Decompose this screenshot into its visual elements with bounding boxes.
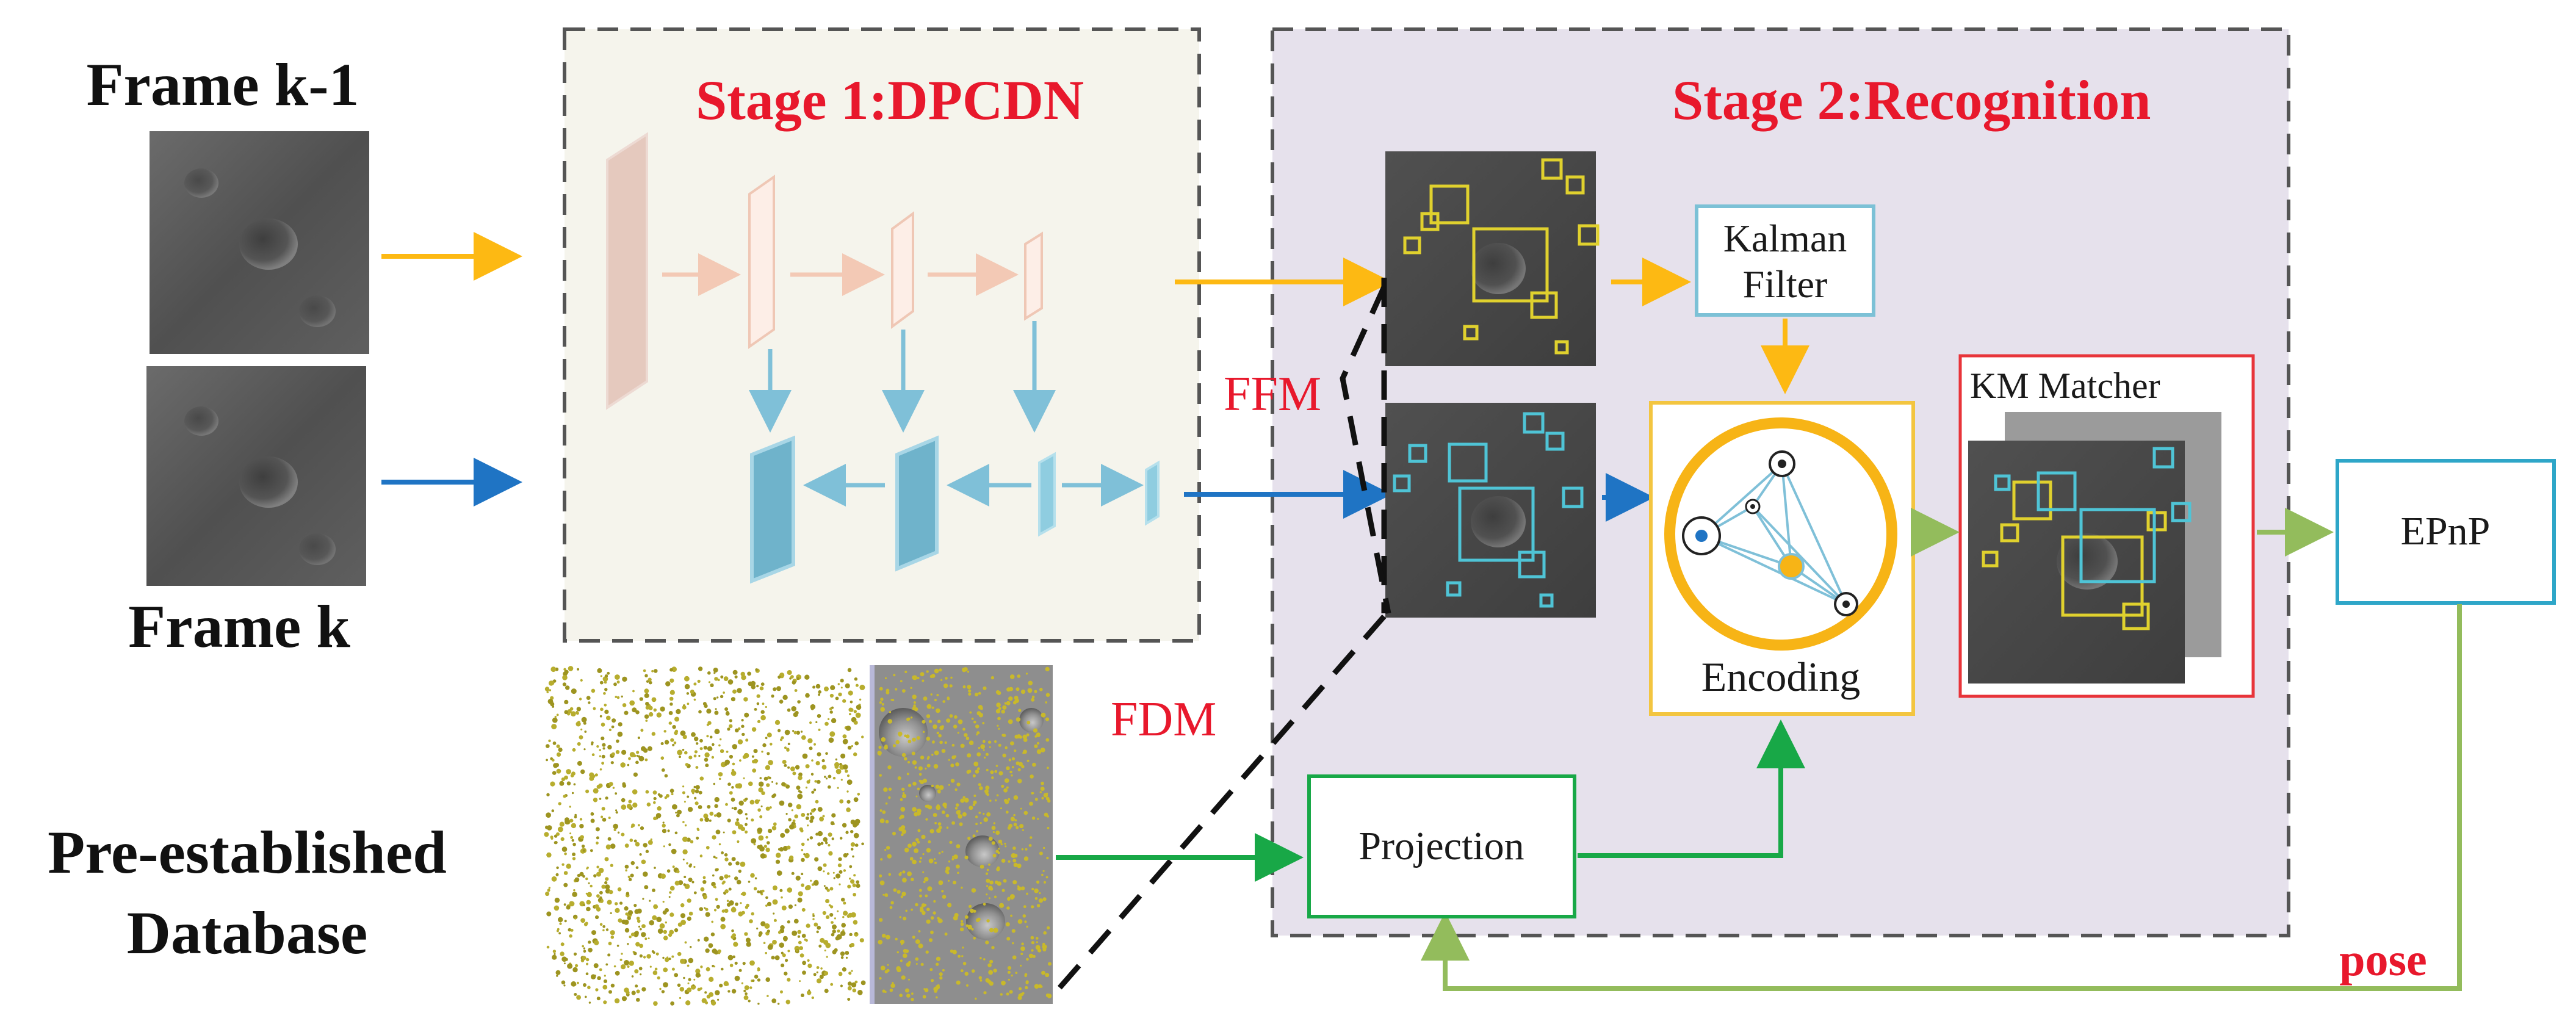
svg-text:EPnP: EPnP <box>2401 509 2491 554</box>
database-label-line1: Pre-established <box>48 818 447 886</box>
stage1-panel <box>563 27 1201 643</box>
database-point-cloud <box>544 666 866 1006</box>
projection-box: Projection <box>1307 774 1576 918</box>
ffm-label: FFM <box>1224 367 1321 421</box>
pose-feedback-arrow <box>1421 604 2462 991</box>
frame-curr-label: Frame k <box>128 593 350 660</box>
database-label-line2: Database <box>127 899 367 967</box>
encoder-layers <box>606 132 1043 410</box>
frame-curr-image <box>146 366 366 586</box>
svg-text:Kalman: Kalman <box>1723 217 1847 260</box>
epnp-box: EPnP <box>2336 459 2556 605</box>
svg-text:Filter: Filter <box>1743 262 1828 306</box>
svg-text:Encoding: Encoding <box>1701 654 1861 700</box>
stage2-title: Stage 2:Recognition <box>1672 69 2151 131</box>
fdm-label: FDM <box>1111 693 1216 746</box>
detection-image-curr <box>1385 403 1596 618</box>
decoder-layers <box>750 435 1160 584</box>
skip-arrows <box>749 321 1056 433</box>
database-map-image <box>870 665 1053 1004</box>
projection-to-encoding-arrow <box>1578 720 1805 858</box>
frame-prev-image <box>150 131 369 354</box>
fdm-dash <box>1056 615 1387 990</box>
ffm-dash <box>1340 286 1391 614</box>
stage1-title: Stage 1:DPCDN <box>696 69 1084 131</box>
kalman-filter-box: Kalman Filter <box>1695 204 1875 317</box>
detection-image-prev <box>1385 151 1600 366</box>
km-matcher-box: KM Matcher <box>1958 354 2255 698</box>
encoding-box: Encoding <box>1649 401 1915 716</box>
pose-label: pose <box>2339 934 2427 986</box>
frame-prev-label: Frame k-1 <box>86 51 359 118</box>
svg-text:Projection: Projection <box>1358 824 1524 868</box>
svg-text:KM Matcher: KM Matcher <box>1970 366 2160 406</box>
